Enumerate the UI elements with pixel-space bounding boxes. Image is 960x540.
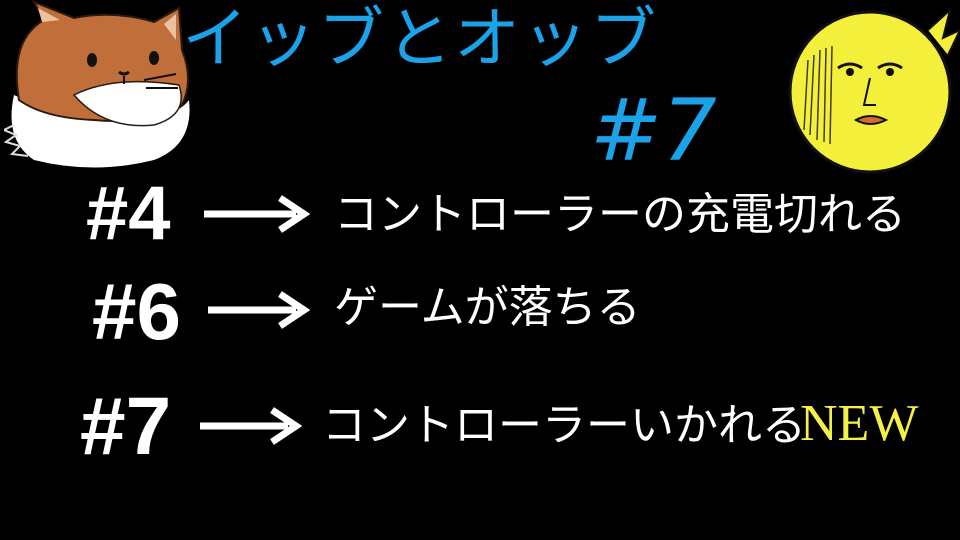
row-text: ゲームが落ちる	[334, 282, 641, 333]
new-badge: NEW	[800, 395, 919, 452]
list-item: #4 コントローラーの充電切れる	[0, 172, 960, 252]
list-item: #7 コントローラーいかれる NEW	[0, 380, 960, 468]
episode-number: #7	[590, 81, 717, 181]
row-number: #6	[92, 267, 181, 356]
moon-face-icon	[788, 7, 960, 174]
list-item: #6 ゲームが落ちる	[0, 268, 960, 352]
row-text: コントローラーいかれる	[322, 400, 806, 451]
cat-mascot-icon	[4, 0, 190, 168]
right-arrow-icon	[200, 407, 302, 445]
row-number: #4	[86, 171, 171, 256]
right-arrow-icon	[208, 291, 310, 329]
row-number: #7	[80, 381, 172, 472]
row-text: コントローラーの充電切れる	[334, 189, 906, 240]
right-arrow-icon	[204, 195, 310, 233]
video-title: イッブとオッブ	[182, 0, 658, 77]
